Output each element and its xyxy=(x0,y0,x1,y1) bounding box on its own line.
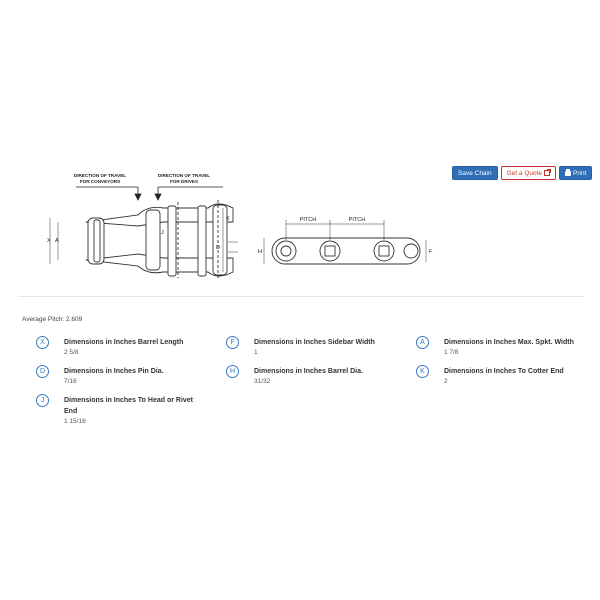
side-view-dimensions xyxy=(49,208,238,272)
chain-side-view xyxy=(85,200,234,280)
drive-direction-label-line2: FOR DRIVES xyxy=(170,179,198,184)
spec-title: Dimensions in Inches Pin Dia. xyxy=(64,368,164,375)
dim-letter-d: D xyxy=(216,245,220,251)
average-pitch: Average Pitch: 2.609 xyxy=(22,316,83,323)
chain-technical-drawing: DIRECTION OF TRAVEL FOR CONVEYORS DIRECT… xyxy=(28,160,448,290)
get-quote-button[interactable]: Get a Quote xyxy=(500,166,557,180)
external-link-icon xyxy=(544,169,552,176)
pitch-label-2: PITCH xyxy=(349,217,366,223)
spec-badge-j: J xyxy=(36,394,49,407)
dim-letter-j: J xyxy=(161,230,164,236)
chain-drawing-svg: DIRECTION OF TRAVEL FOR CONVEYORS DIRECT… xyxy=(47,173,433,280)
spec-badge-f: F xyxy=(226,336,239,349)
chain-top-view xyxy=(271,237,421,265)
print-button[interactable]: Print xyxy=(559,166,593,180)
spec-badge-k: K xyxy=(416,365,429,378)
print-label: Print xyxy=(573,169,587,177)
save-chain-label: Save Chain xyxy=(458,169,492,177)
direction-arrows xyxy=(76,186,223,201)
spec-value: 7/16 xyxy=(64,378,77,385)
spec-title: Dimensions in Inches Sidebar Width xyxy=(254,339,375,346)
spec-title: Dimensions in Inches Max. Spkt. Width xyxy=(444,339,574,346)
spec-title: Dimensions in Inches Barrel Dia. xyxy=(254,368,363,375)
save-chain-button[interactable]: Save Chain xyxy=(452,166,498,180)
spec-value: 1 7/8 xyxy=(444,349,459,356)
spec-value: 31/32 xyxy=(254,378,271,385)
spec-title: Dimensions in Inches Barrel Length xyxy=(64,339,184,346)
spec-value: 2 5/8 xyxy=(64,349,79,356)
dim-letter-a: A xyxy=(55,238,59,244)
dim-letter-h: H xyxy=(258,249,262,255)
spec-badge-x: X xyxy=(36,336,49,349)
spec-value: 2 xyxy=(444,378,448,385)
spec-value: 1 15/16 xyxy=(64,418,86,425)
spec-badge-a: A xyxy=(416,336,429,349)
dim-letter-x: X xyxy=(47,238,51,244)
dim-letter-k: K xyxy=(226,216,230,222)
spec-title: Dimensions in Inches To Cotter End xyxy=(444,368,564,375)
spec-badge-d: D xyxy=(36,365,49,378)
section-divider xyxy=(18,296,584,297)
spec-value: 1 xyxy=(254,349,258,356)
spec-title: Dimensions in Inches To Head or Rivet En… xyxy=(64,397,194,415)
conveyor-direction-label-line1: DIRECTION OF TRAVEL xyxy=(74,173,126,178)
pitch-dimensions xyxy=(263,220,427,264)
pitch-label-1: PITCH xyxy=(300,217,317,223)
get-quote-label: Get a Quote xyxy=(506,169,543,177)
conveyor-direction-label-line2: FOR CONVEYORS xyxy=(80,179,120,184)
spec-badge-h: H xyxy=(226,365,239,378)
dim-letter-f: F xyxy=(429,249,433,255)
print-icon xyxy=(565,168,572,176)
drive-direction-label-line1: DIRECTION OF TRAVEL xyxy=(158,173,210,178)
chain-actions-toolbar: Save Chain Get a Quote Print xyxy=(452,166,593,180)
